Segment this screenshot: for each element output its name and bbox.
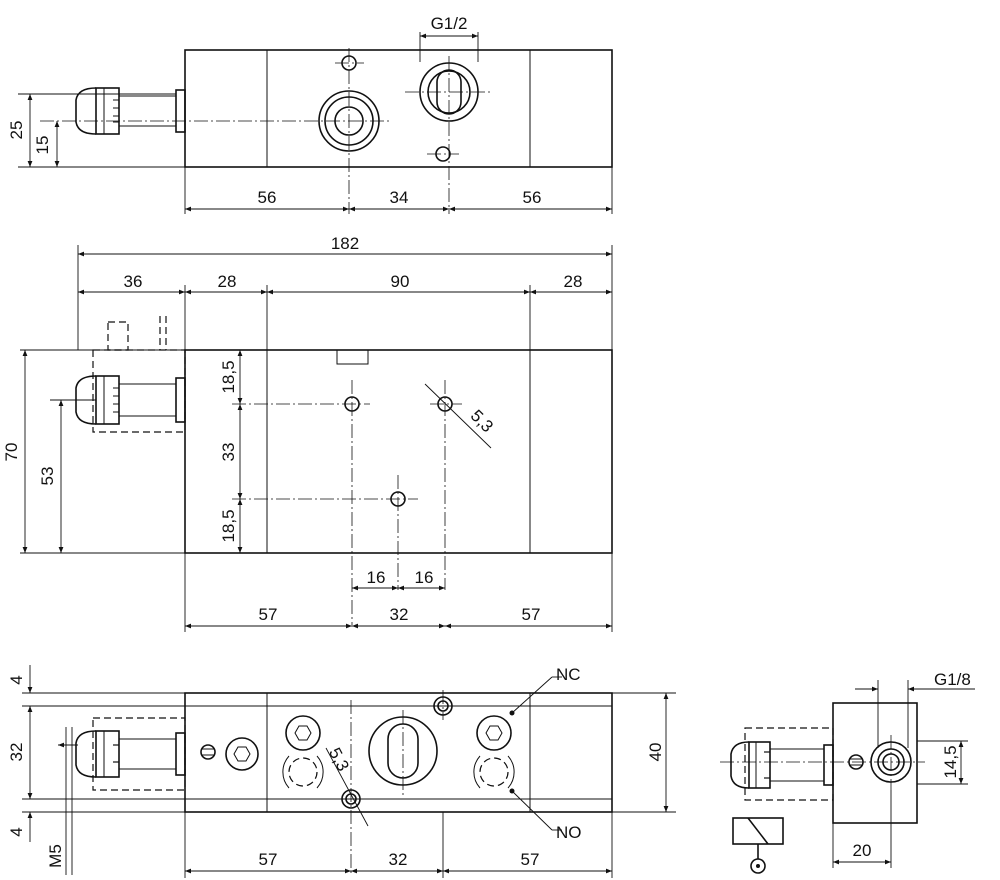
- thread-m5-label: M5: [46, 844, 65, 868]
- hex-port-nc-right: [473, 715, 515, 789]
- g12-label: G1/2: [431, 14, 468, 33]
- bottom-dim-57-left: 57: [259, 850, 278, 869]
- front-dim-57-left: 57: [259, 605, 278, 624]
- dim-90: 90: [391, 272, 410, 291]
- width-20-label: 20: [853, 841, 872, 860]
- dim-28-left: 28: [218, 272, 237, 291]
- dim-28-right: 28: [564, 272, 583, 291]
- bottom-hole-diameter: 5,3: [325, 745, 353, 775]
- side-solenoid: [730, 727, 834, 801]
- bottom-dim-57-right: 57: [521, 850, 540, 869]
- top-view: G1/2 25 15 56 34 56: [7, 14, 613, 214]
- port-height-label: 14,5: [941, 745, 960, 778]
- margin-top-label: 4: [7, 675, 26, 684]
- overall-length-label: 182: [331, 234, 359, 253]
- front-coil-hidden-outline: [92, 316, 186, 433]
- hole-gap-top-label: 18,5: [219, 360, 238, 393]
- top-solenoid: [75, 87, 186, 135]
- inner-height-label: 32: [7, 743, 26, 762]
- height-25-label: 25: [7, 121, 26, 140]
- front-view: 5,3 182 36 28 90 28 70 53 18,5 33 18,5: [2, 234, 613, 632]
- no-label: NO: [556, 823, 582, 842]
- screw-icon: [200, 744, 216, 760]
- offset-16-right: 16: [415, 568, 434, 587]
- hole-gap-mid-label: 33: [219, 443, 238, 462]
- dim-56-right: 56: [523, 188, 542, 207]
- bottom-view: 5,3 NC NO 4 32 4 M5 40: [7, 665, 676, 878]
- dim-56-left: 56: [258, 188, 277, 207]
- nc-label: NC: [556, 665, 581, 684]
- dim-36: 36: [124, 272, 143, 291]
- bottom-dim-32: 32: [389, 850, 408, 869]
- hole-gap-bottom-label: 18,5: [219, 509, 238, 542]
- front-hole-diameter: 5,3: [467, 406, 497, 436]
- hex-socket-left: [225, 737, 259, 771]
- front-dim-32: 32: [390, 605, 409, 624]
- front-dim-57-right: 57: [522, 605, 541, 624]
- offset-16-left: 16: [367, 568, 386, 587]
- ground-symbol-icon: [750, 858, 766, 874]
- margin-bottom-label: 4: [7, 827, 26, 836]
- hex-port-nc-left: [282, 715, 324, 789]
- height-70-label: 70: [2, 443, 21, 462]
- top-view-body: [184, 49, 613, 168]
- solenoid-symbol-icon: [732, 817, 784, 859]
- depth-40-label: 40: [646, 743, 665, 762]
- side-view: G1/8 14,5 20: [720, 670, 975, 874]
- height-53-label: 53: [38, 467, 57, 486]
- height-15-label: 15: [33, 136, 52, 155]
- front-view-body: [184, 349, 613, 554]
- dim-34: 34: [390, 188, 409, 207]
- g18-label: G1/8: [934, 670, 971, 689]
- bottom-solenoid: [75, 717, 186, 791]
